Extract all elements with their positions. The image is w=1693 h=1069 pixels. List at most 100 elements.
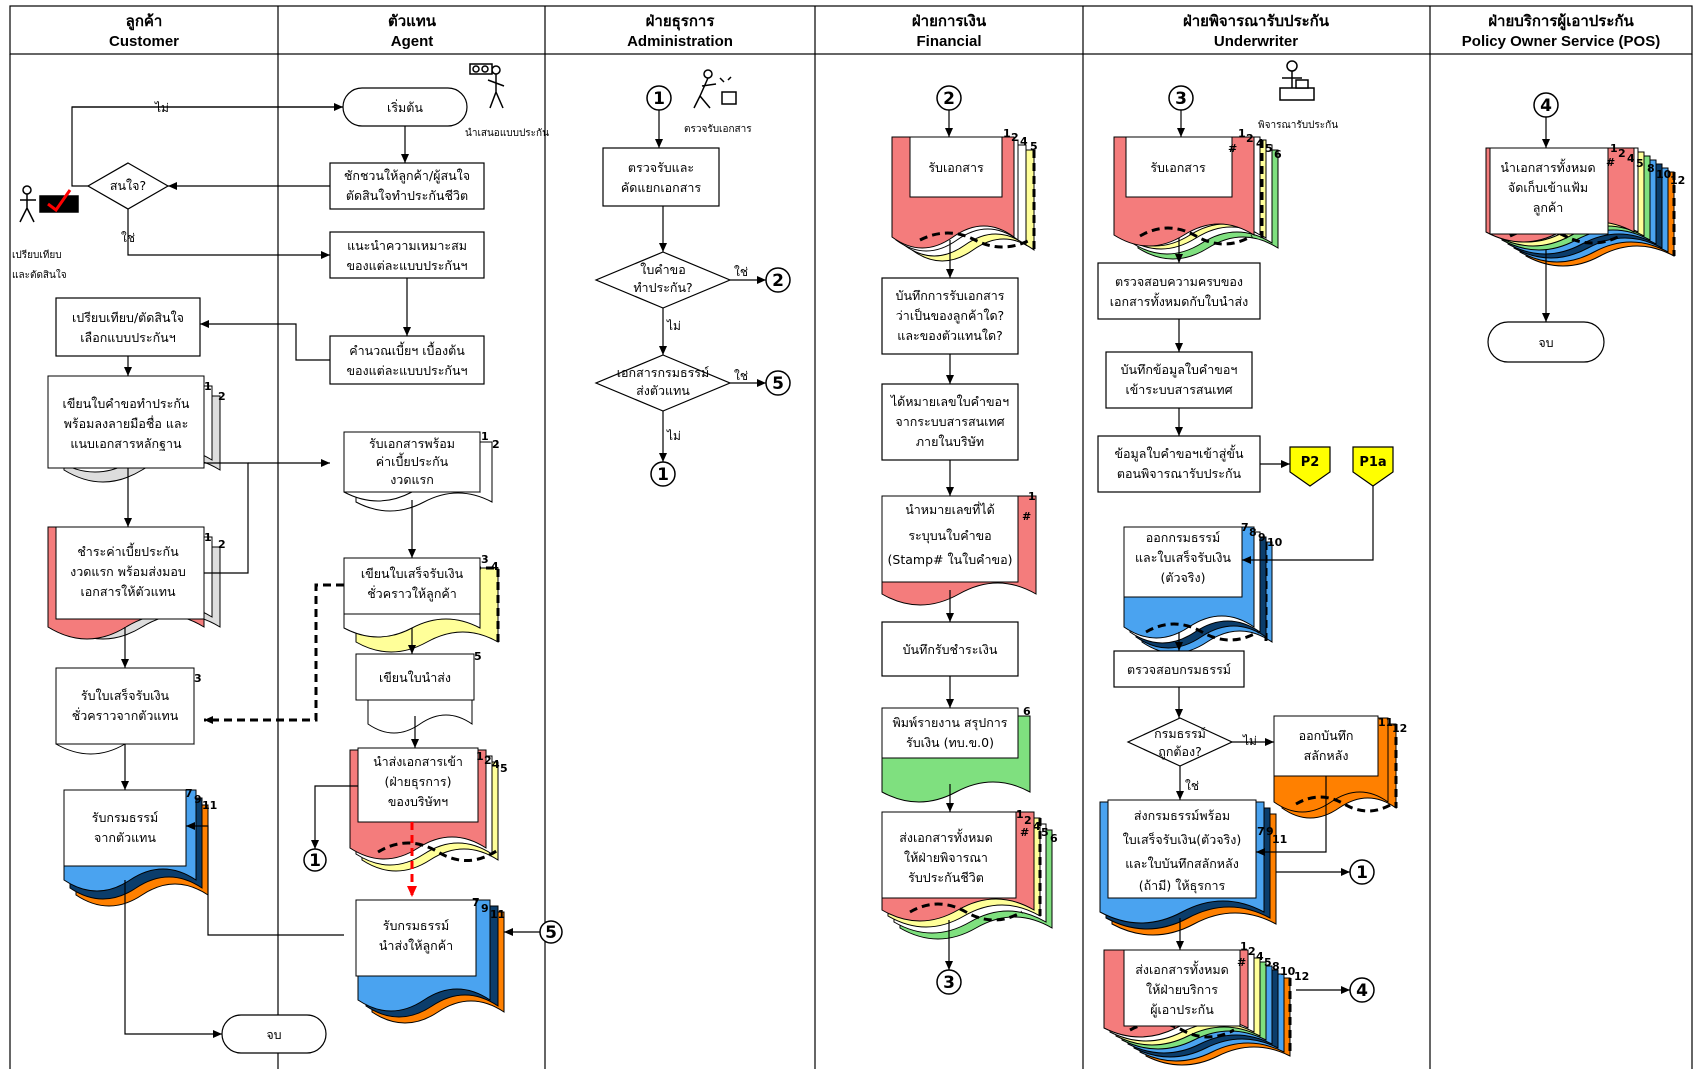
doc-num-ap-11: 11 <box>490 908 505 921</box>
submit-docs-line2: (ฝ่ายธุรการ) <box>384 774 451 790</box>
send-docs-line1: ส่งเอกสารทั้งหมด <box>899 828 992 845</box>
doc-num-ur-6: 6 <box>1274 148 1282 161</box>
doc-num-pay-1: 1 <box>204 531 212 544</box>
doc-num-fd-5: 5 <box>1041 826 1049 839</box>
get-number-box <box>881 383 1019 461</box>
enter-underwriting-box <box>1097 435 1261 493</box>
send-policy-line1: ส่งกรมธรรม์พร้อม <box>1134 808 1230 823</box>
connector-2-admin-label: 2 <box>772 271 784 291</box>
endorsement-line1: ออกบันทึก <box>1299 728 1354 743</box>
doc-num-an-5: 5 <box>474 650 482 663</box>
endorsement-doc-stack <box>1273 715 1398 819</box>
doc-num-fr-2: 2 <box>1011 131 1019 144</box>
receive-docs-line3: งวดแรก <box>390 472 434 487</box>
present-caption: นำเสนอแบบประกัน <box>465 128 549 139</box>
recommend-box <box>329 231 485 279</box>
record-info-line2: เข้าระบบสารสนเทศ <box>1125 382 1232 397</box>
write-temp-line1: เขียนใบเสร็จรับเงิน <box>361 566 464 581</box>
doc-num-app-2: 2 <box>218 390 226 403</box>
enter-underwriting-line2: ตอนพิจารณารับประกัน <box>1117 466 1242 481</box>
record-payment-label: บันทึกรับชำระเงิน <box>903 642 998 657</box>
doc-num-as-2: 2 <box>484 754 492 767</box>
customer-lane: เปรียบเทียบ และตัดสินใจ สนใจ? ไม่ ใช่ เป… <box>12 101 327 1054</box>
review-caption: พิจารณารับประกัน <box>1258 120 1338 131</box>
financial-send-doc-stack <box>881 811 1053 940</box>
calculate-box <box>329 335 485 385</box>
doc-num-pos-2: 2 <box>1618 147 1626 160</box>
underwriter-receive-label: รับเอกสาร <box>1150 160 1206 175</box>
endorsement-line2: สลักหลัง <box>1304 748 1349 763</box>
doc-num-ur-1: 1 <box>1238 127 1246 140</box>
payment-doc-stack <box>47 526 221 640</box>
p2-offpage-connector <box>1289 446 1331 487</box>
record-payment-box <box>881 621 1019 677</box>
compare-caption-line1: เปรียบเทียบ <box>12 249 62 261</box>
doc-num-ue-12: 12 <box>1392 722 1407 735</box>
connector-5-agent-label: 5 <box>545 923 557 943</box>
connector-3-underwriter-label: 3 <box>1175 89 1187 109</box>
interested-decision-label: สนใจ? <box>110 178 146 193</box>
doc-num-fd-2: 2 <box>1024 814 1032 827</box>
agent-temp-receipt-stack <box>343 557 500 653</box>
connector-4-pos-label: 4 <box>1540 96 1552 116</box>
recommend-line1: แนะนำความเหมาะสม <box>347 238 467 253</box>
receive-policy-agent-line1: รับกรมธรรม์ <box>383 918 449 933</box>
policy-correct-line1: กรมธรรม์ <box>1154 726 1206 741</box>
choose-plan-line2: เลือกแบบประกันฯ <box>80 330 175 345</box>
file-docs-line3: ลูกค้า <box>1533 200 1564 216</box>
check-complete-line2: เอกสารทั้งหมดกับใบนำส่ง <box>1110 292 1249 309</box>
underwriter-receive-doc-stack <box>1113 136 1279 260</box>
doc-num-fr-4: 4 <box>1020 135 1028 148</box>
doc-num-ur-5: 5 <box>1265 142 1273 155</box>
print-report-line1: พิมพ์รายงาน สรุปการ <box>893 715 1008 731</box>
end-label-customer: จบ <box>266 1027 281 1042</box>
lane-title-agent-th: ตัวแทน <box>388 12 437 30</box>
doc-num-ar-2: 2 <box>492 438 500 451</box>
doc-num-fr-1: 1 <box>1003 127 1011 140</box>
write-application-line2: พร้อมลงลายมือชื่อ และ <box>64 415 189 431</box>
doc-num-ap-7: 7 <box>472 896 480 909</box>
calculate-line2: ของแต่ละแบบประกันฯ <box>346 363 467 378</box>
stamp-line1: นำหมายเลขที่ได้ <box>905 501 995 517</box>
no-label-underwriter: ไม่ <box>1242 734 1257 748</box>
swimlane-grid <box>9 5 1693 1069</box>
yes-label-admin-2: ใช่ <box>734 369 748 383</box>
reviewer-desk-icon <box>1279 60 1315 101</box>
doc-num-at-3: 3 <box>481 553 489 566</box>
underwriter-receive-hash: # <box>1228 142 1237 155</box>
no-label-admin-2: ไม่ <box>666 429 681 443</box>
check-sort-box <box>602 147 720 207</box>
doc-num-pos-12: 12 <box>1670 174 1685 187</box>
connector-1-agent-label: 1 <box>309 851 321 871</box>
stamp-doc-stack <box>881 495 1037 606</box>
connector-1-underwriter-label: 1 <box>1356 863 1368 883</box>
agent-lane: เริ่มต้น นำเสนอแบบประกัน ชักชวนให้ลูกค้า… <box>303 63 563 1024</box>
pay-premium-line1: ชำระค่าเบี้ยประกัน <box>77 542 179 559</box>
no-label-admin-1: ไม่ <box>666 319 681 333</box>
doc-num-pos-10: 10 <box>1656 168 1672 181</box>
lane-title-financial-th: ฝ่ายการเงิน <box>912 12 987 30</box>
lane-title-customer-en: Customer <box>109 33 179 50</box>
customer-policy-doc-stack <box>63 789 209 907</box>
doc-num-pos-1: 1 <box>1610 142 1618 155</box>
receive-policy-agent-line2: นำส่งให้ลูกค้า <box>379 938 453 954</box>
doc-num-usa-10: 10 <box>1280 965 1296 978</box>
doc-num-usa-12: 12 <box>1294 970 1309 983</box>
send-all-line2: ให้ฝ่ายบริการ <box>1146 982 1218 997</box>
send-policy-line3: และใบบันทึกสลักหลัง <box>1125 856 1239 871</box>
connector-3-financial-label: 3 <box>943 973 955 993</box>
doc-num-pos-8: 8 <box>1647 162 1655 175</box>
doc-num-fs-1: 1 <box>1028 490 1036 503</box>
send-all-hash: # <box>1237 956 1246 969</box>
doc-num-usa-2: 2 <box>1248 945 1256 958</box>
write-application-line3: แนบเอกสารหลักฐาน <box>70 436 182 451</box>
doc-num-as-4: 4 <box>492 758 500 771</box>
record-docs-line3: และของตัวแทนใด? <box>897 328 1002 343</box>
doc-num-ui-7: 7 <box>1241 521 1249 534</box>
file-docs-line1: นำเอกสารทั้งหมด <box>1500 158 1595 175</box>
doc-num-as-1: 1 <box>476 750 484 763</box>
receive-temp-line1: รับใบเสร็จรับเงิน <box>81 688 170 703</box>
get-number-line1: ได้หมายเลขใบคำขอฯ <box>890 394 1009 409</box>
end-label-pos: จบ <box>1538 335 1553 350</box>
person-compare-icon <box>19 185 79 223</box>
